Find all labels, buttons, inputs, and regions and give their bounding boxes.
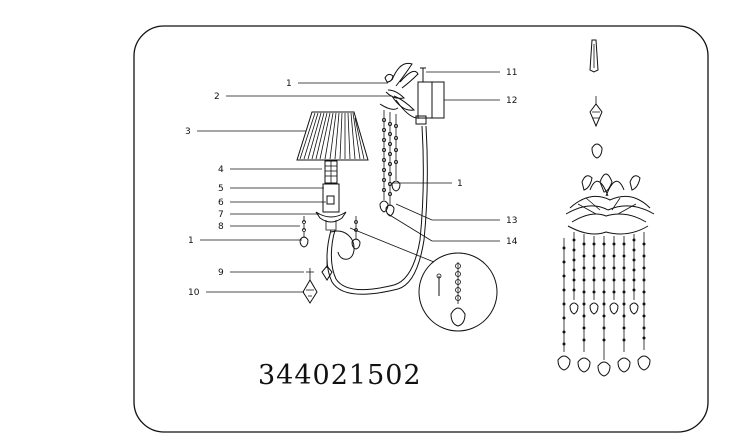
callout-label: 1 bbox=[188, 236, 194, 246]
wall-crystal-strands bbox=[379, 110, 401, 217]
callout-label: 2 bbox=[214, 92, 220, 102]
callout-label: 6 bbox=[218, 198, 224, 208]
sconce-side-view bbox=[296, 62, 445, 304]
callout-label: 5 bbox=[218, 184, 224, 194]
callout-label: 1 bbox=[286, 79, 292, 89]
leaf-cluster bbox=[379, 62, 421, 119]
detail-magnifier bbox=[418, 252, 498, 332]
arm-crystals bbox=[299, 216, 361, 304]
right-callouts: 11 12 1 13 14 bbox=[387, 68, 518, 247]
bobeche bbox=[315, 211, 347, 223]
lamp-shade bbox=[296, 111, 369, 161]
drawing-frame bbox=[133, 25, 709, 433]
callout-label: 3 bbox=[185, 127, 191, 137]
sconce-arm bbox=[326, 125, 428, 295]
callout-label: 11 bbox=[506, 68, 517, 78]
callout-label: 9 bbox=[218, 268, 224, 278]
model-number: 344021502 bbox=[258, 360, 422, 391]
wall-mount bbox=[415, 67, 445, 125]
callout-label: 1 bbox=[457, 179, 463, 189]
front-crystal-strands bbox=[557, 232, 651, 377]
left-callouts: 1 2 3 4 5 6 7 8 1 9 10 bbox=[185, 79, 392, 298]
candle-socket bbox=[322, 160, 340, 213]
front-leaf-cluster bbox=[565, 173, 655, 235]
callout-label: 4 bbox=[218, 165, 224, 175]
callout-label: 13 bbox=[506, 216, 517, 226]
callout-label: 14 bbox=[506, 237, 518, 247]
callout-label: 10 bbox=[188, 288, 200, 298]
callout-label: 7 bbox=[218, 210, 224, 220]
callout-label: 12 bbox=[506, 96, 517, 106]
sconce-front-view bbox=[557, 39, 655, 377]
callout-label: 8 bbox=[218, 222, 224, 232]
